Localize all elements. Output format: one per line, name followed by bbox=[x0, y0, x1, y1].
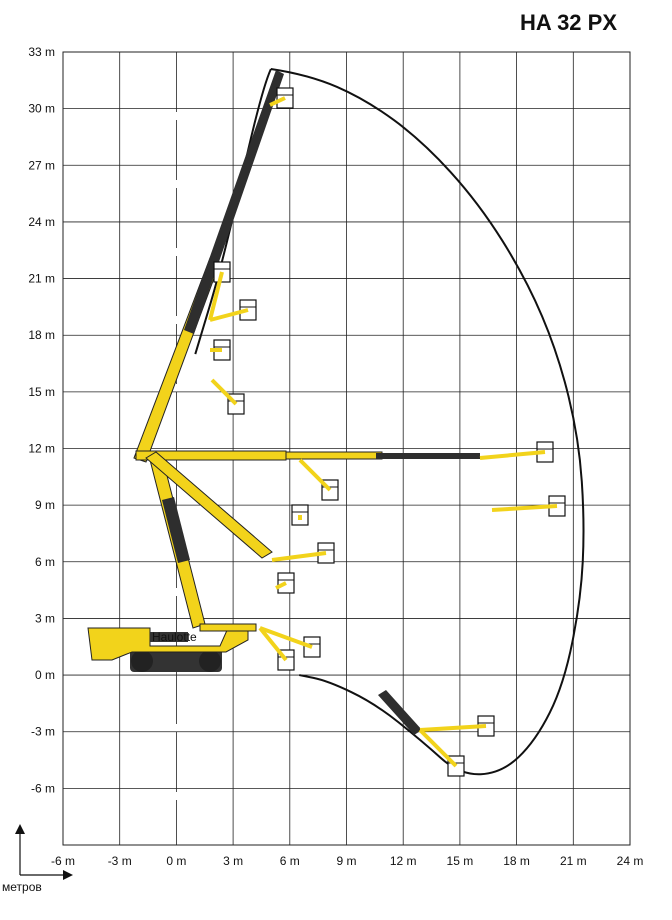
jib-arm bbox=[209, 308, 249, 322]
envelope-outer bbox=[270, 68, 585, 776]
x-tick-label: 18 m bbox=[503, 854, 530, 868]
x-arrow-head bbox=[63, 870, 73, 880]
x-tick-label: 24 m bbox=[617, 854, 644, 868]
x-tick-label: 6 m bbox=[280, 854, 300, 868]
jib-arm bbox=[258, 626, 288, 662]
y-tick-label: 9 m bbox=[35, 498, 55, 512]
x-tick-label: 21 m bbox=[560, 854, 587, 868]
x-tick-label: 15 m bbox=[447, 854, 474, 868]
x-tick-label: -6 m bbox=[51, 854, 75, 868]
negative-boom bbox=[378, 690, 422, 735]
working-envelope bbox=[194, 68, 585, 776]
model-title: HA 32 PX bbox=[520, 10, 618, 35]
jib-arm bbox=[298, 458, 332, 492]
brand-label: Haulotte bbox=[152, 630, 197, 644]
y-tick-label: -3 m bbox=[31, 725, 55, 739]
tall-boom-dark bbox=[184, 70, 284, 334]
y-tick-label: 12 m bbox=[28, 442, 55, 456]
y-tick-label: 15 m bbox=[28, 385, 55, 399]
y-tick-label: 21 m bbox=[28, 272, 55, 286]
axis-arrows bbox=[15, 824, 73, 880]
y-tick-label: 30 m bbox=[28, 102, 55, 116]
tick-labels: -6 m -3 m 0 m 3 m 6 m 9 m 12 m 15 m 18 m 21 m 24 m… bbox=[28, 45, 643, 868]
diagonal-boom bbox=[145, 451, 273, 559]
y-tick-label: 3 m bbox=[35, 611, 55, 625]
x-tick-label: 9 m bbox=[336, 854, 356, 868]
x-tick-label: 0 m bbox=[166, 854, 186, 868]
jib-arm bbox=[269, 96, 286, 107]
jib-arm bbox=[271, 551, 327, 562]
y-tick-label: 18 m bbox=[28, 328, 55, 342]
jib-arm bbox=[210, 378, 238, 406]
y-tick-label: 27 m bbox=[28, 158, 55, 172]
jib-arm bbox=[208, 271, 224, 321]
x-tick-label: 3 m bbox=[223, 854, 243, 868]
y-arrow-head bbox=[15, 824, 25, 834]
jib-arm bbox=[419, 724, 487, 732]
brand-plate bbox=[150, 632, 188, 642]
unit-label: метров bbox=[2, 880, 42, 894]
jib-arm bbox=[418, 728, 458, 768]
y-tick-label: -6 m bbox=[31, 781, 55, 795]
horizontal-boom-2 bbox=[285, 451, 383, 460]
jib-arm bbox=[479, 450, 546, 460]
chassis-base bbox=[130, 648, 222, 672]
aerial-lift-machine: Haulotte bbox=[87, 70, 566, 777]
jib-arm bbox=[275, 581, 287, 590]
x-tick-label: 12 m bbox=[390, 854, 417, 868]
wheel-front bbox=[199, 650, 221, 672]
lower-boom-dark bbox=[162, 497, 190, 563]
jib-arm bbox=[259, 626, 313, 649]
y-tick-label: 33 m bbox=[28, 45, 55, 59]
y-tick-label: 0 m bbox=[35, 668, 55, 682]
x-tick-label: -3 m bbox=[108, 854, 132, 868]
low-boom bbox=[199, 623, 257, 632]
jib-arm bbox=[491, 504, 558, 512]
y-tick-label: 24 m bbox=[28, 215, 55, 229]
grid-layer bbox=[62, 51, 631, 846]
wheel-rear bbox=[131, 650, 153, 672]
y-tick-label: 6 m bbox=[35, 555, 55, 569]
chassis-body bbox=[87, 627, 249, 661]
horizontal-boom-3 bbox=[376, 453, 480, 459]
